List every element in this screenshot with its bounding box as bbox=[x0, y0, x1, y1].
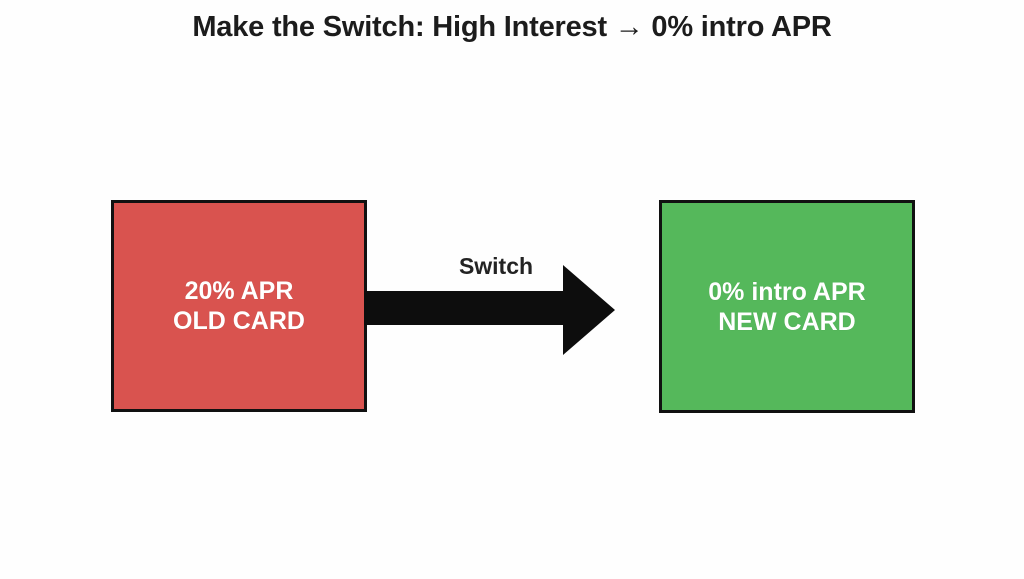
old-card-node: 20% APR OLD CARD bbox=[111, 200, 367, 412]
switch-arrow-label: Switch bbox=[458, 253, 534, 279]
old-card-apr-label: 20% APR bbox=[184, 277, 294, 305]
switch-arrow-group: Switch bbox=[364, 253, 620, 360]
old-card-name-label: OLD CARD bbox=[173, 307, 305, 335]
new-card-node: 0% intro APR NEW CARD bbox=[659, 200, 915, 413]
new-card-apr-label: 0% intro APR bbox=[708, 277, 866, 306]
new-card-name-label: NEW CARD bbox=[718, 307, 856, 336]
page-title: Make the Switch: High Interest → 0% intr… bbox=[192, 11, 832, 43]
switch-arrow-icon bbox=[364, 265, 615, 355]
